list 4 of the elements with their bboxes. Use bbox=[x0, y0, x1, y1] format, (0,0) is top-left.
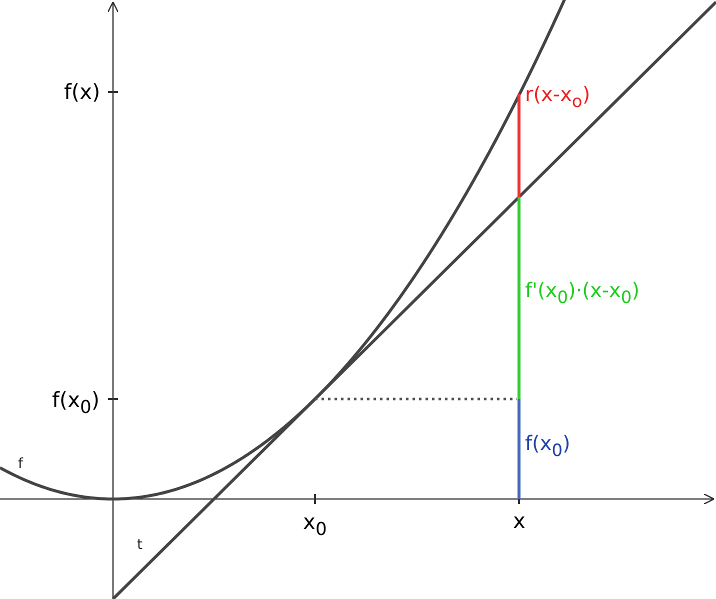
curve-label: t bbox=[137, 538, 142, 552]
axis-label: f(x) bbox=[64, 82, 100, 102]
curve-label: f bbox=[18, 457, 23, 471]
axis-label: x bbox=[513, 510, 526, 532]
